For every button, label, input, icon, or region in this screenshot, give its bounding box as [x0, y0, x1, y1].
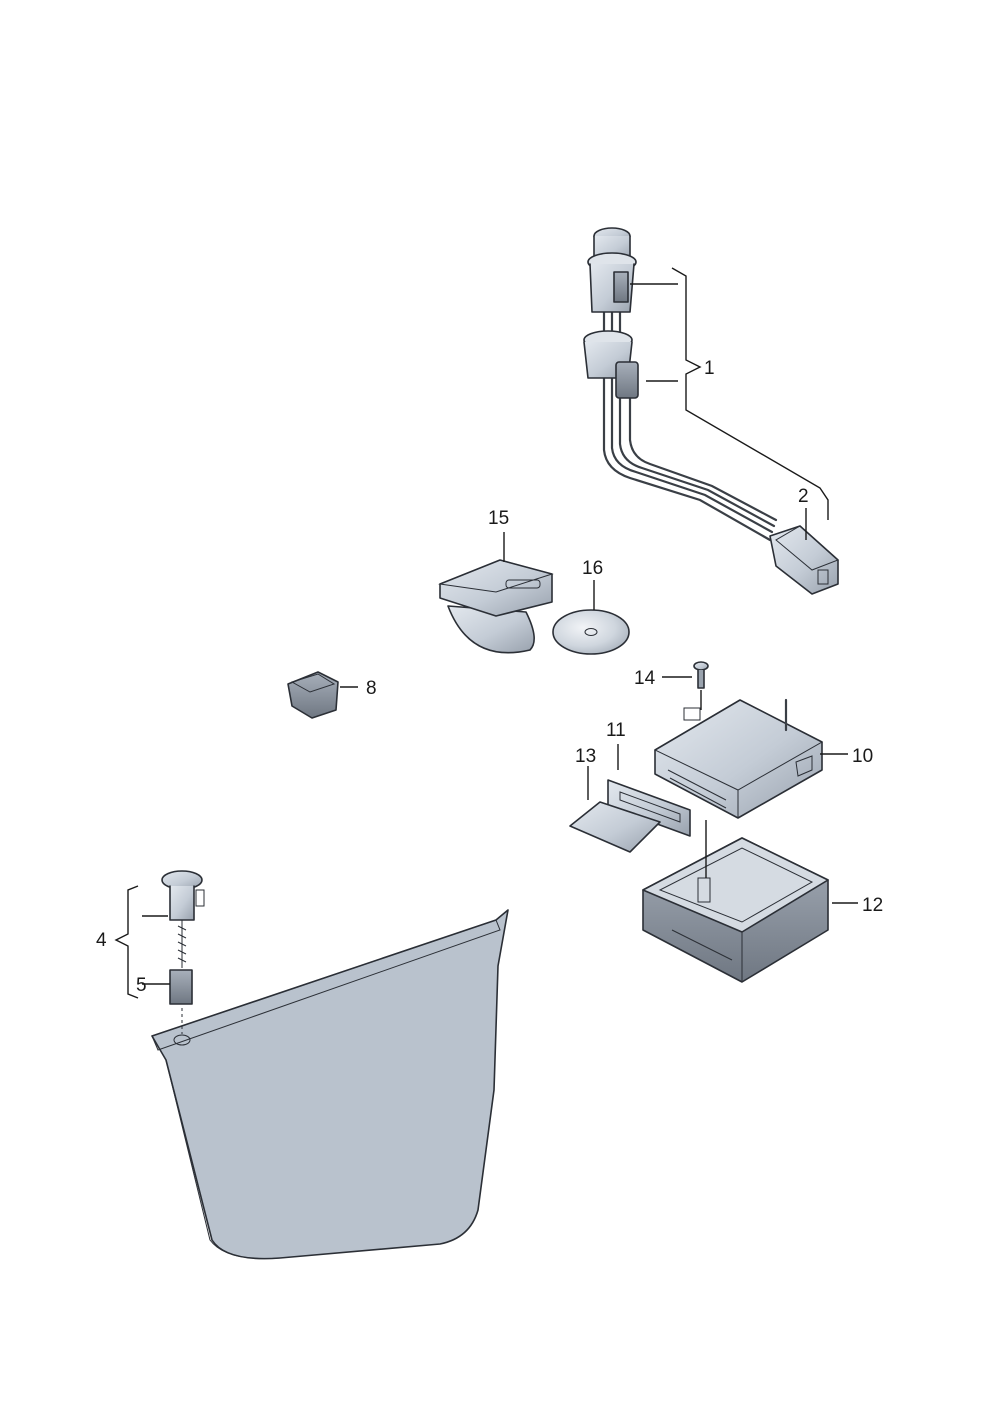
callout-15: 15: [488, 508, 509, 529]
callout-12: 12: [862, 895, 883, 916]
switch-part: [161, 870, 205, 968]
callout-10: 10: [852, 746, 873, 767]
callout-11: 11: [606, 720, 626, 741]
callout-1: 1: [704, 358, 715, 379]
callout-4: 4: [96, 930, 107, 951]
callout-13: 13: [575, 746, 596, 767]
housing-part: [642, 837, 829, 983]
screw-part: [693, 661, 709, 689]
plunger-part: [169, 969, 193, 1005]
callout-16: 16: [582, 558, 603, 579]
callout-8: 8: [366, 678, 377, 699]
frame-part: [607, 779, 691, 837]
callout-14: 14: [634, 668, 656, 689]
holder-part: [438, 559, 554, 654]
control-unit-part: [653, 698, 824, 819]
callout-2: 2: [798, 486, 809, 507]
callout-5: 5: [136, 975, 147, 996]
cover-panel-part: [151, 909, 509, 1260]
cap-part: [287, 671, 339, 719]
disc-part: [552, 609, 630, 655]
socket-harness-part: [583, 227, 839, 595]
pad-part: [569, 801, 661, 853]
